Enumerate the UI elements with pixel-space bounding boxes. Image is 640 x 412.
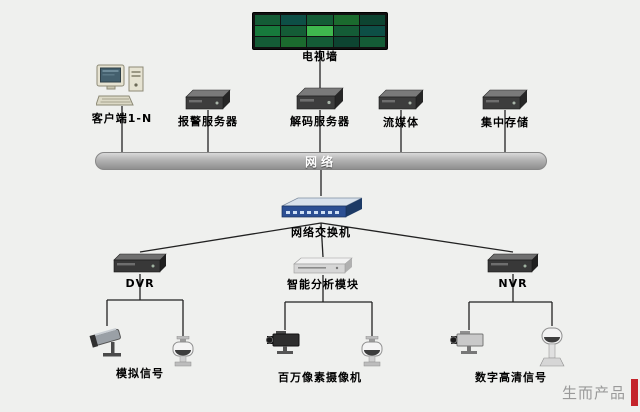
tv-screen [281, 37, 307, 47]
label-client: 客户端1-N [91, 112, 153, 125]
tv-screen [333, 15, 359, 25]
label-switch: 网络交换机 [291, 226, 351, 239]
watermark-red-bar [631, 379, 638, 406]
tv-screen [359, 15, 385, 25]
label-nvr: NVR [498, 277, 528, 290]
label-decode-server: 解码服务器 [290, 115, 350, 128]
tv-screen [255, 26, 281, 36]
label-tv-wall: 电视墙 [302, 50, 338, 63]
tv-screen [359, 37, 385, 47]
dome-camera-icon [172, 336, 194, 367]
dome-camera-icon [361, 336, 383, 367]
tv-screen [333, 26, 359, 36]
network-label: 网络 [304, 154, 337, 169]
decode-server-icon [296, 87, 344, 110]
tv-screen [281, 15, 307, 25]
tv-screen [255, 37, 281, 47]
label-megapixel-camera: 百万像素摄像机 [278, 371, 362, 384]
alarm-server-icon [185, 89, 231, 110]
tv-screen [307, 15, 333, 25]
tv-screen [307, 37, 333, 47]
watermark-text: 生而产品 [561, 384, 626, 402]
watermark: 生而产品 [562, 379, 638, 406]
megapixel-box-camera-icon [266, 331, 300, 354]
label-stream-media: 流媒体 [383, 116, 419, 129]
ptz-camera-icon [539, 327, 565, 367]
label-central-storage: 集中存储 [481, 116, 529, 129]
label-analysis-module: 智能分析模块 [287, 278, 359, 291]
hd-box-camera-icon [450, 331, 484, 354]
central-storage-icon [482, 89, 528, 110]
label-analog-signal: 模拟信号 [116, 367, 164, 380]
analysis-module-icon [293, 257, 353, 274]
tv-screen [281, 26, 307, 36]
label-alarm-server: 报警服务器 [178, 115, 238, 128]
tv-screen [255, 15, 281, 25]
tv-screen-main [307, 26, 333, 36]
label-dvr: DVR [125, 277, 155, 290]
network-pipe: 网络 [95, 152, 547, 170]
nvr-icon [487, 253, 539, 273]
label-digital-hd: 数字高清信号 [475, 371, 547, 384]
network-switch-icon [281, 197, 363, 218]
client-computer-icon [96, 64, 144, 106]
tv-wall-icon [252, 12, 388, 50]
dvr-icon [113, 253, 167, 273]
stream-media-server-icon [378, 89, 424, 110]
tv-screen [333, 37, 359, 47]
analog-bullet-camera-icon [89, 327, 121, 357]
tv-screen [359, 26, 385, 36]
